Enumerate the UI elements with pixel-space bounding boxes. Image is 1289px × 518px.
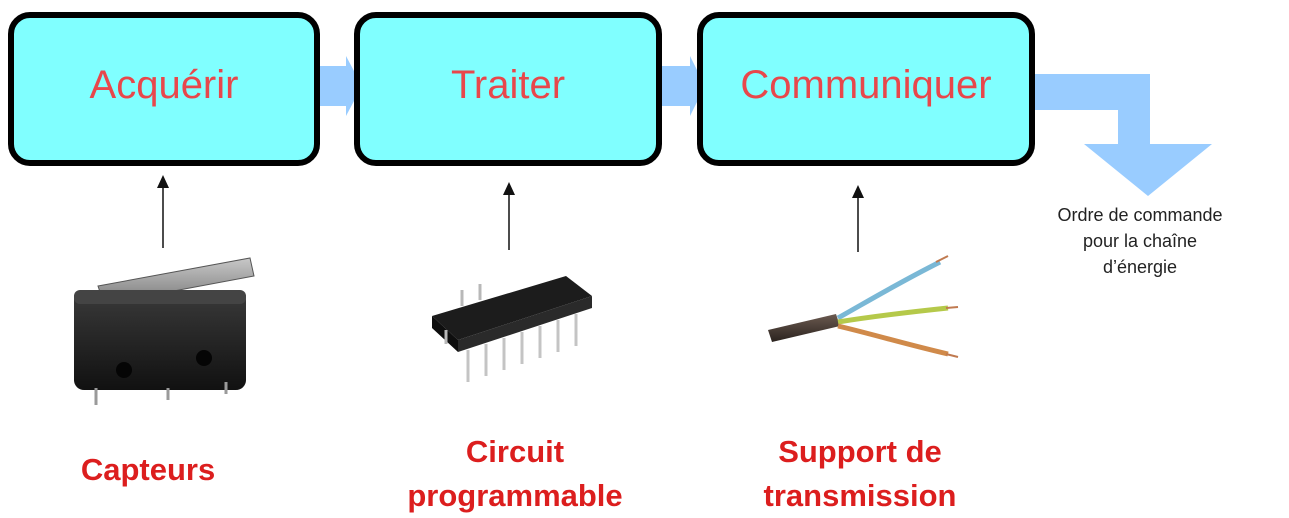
- chip-icon: [432, 276, 592, 382]
- component-label-capteurs: Capteurs: [48, 448, 248, 492]
- stage-label: Communiquer: [740, 62, 992, 107]
- component-label-line: Circuit: [465, 434, 565, 469]
- flow-arrow-1: [314, 56, 362, 116]
- microswitch-icon: [74, 257, 255, 405]
- output-note: Ordre de commande pour la chaîne d’énerg…: [1020, 202, 1260, 280]
- input-arrow-circuit: [503, 182, 515, 250]
- component-label-line: Support de: [778, 434, 942, 469]
- stage-label: Acquérir: [89, 62, 239, 107]
- component-label-line: Capteurs: [80, 452, 216, 487]
- output-note-line: Ordre de commande: [1057, 205, 1223, 225]
- output-note-line: pour la chaîne: [1082, 231, 1198, 251]
- input-arrow-capteurs: [157, 175, 169, 248]
- component-label-line: transmission: [763, 478, 957, 513]
- stage-box-communiquer: Communiquer: [697, 12, 1035, 166]
- output-note-line: d’énergie: [1102, 257, 1178, 277]
- input-arrow-support: [852, 185, 864, 252]
- component-label-support: Support de transmission: [740, 430, 980, 518]
- flow-arrow-2: [656, 56, 705, 116]
- stage-label: Traiter: [450, 62, 566, 107]
- component-label-circuit: Circuit programmable: [380, 430, 650, 518]
- component-label-line: programmable: [407, 478, 623, 513]
- cable-icon: [768, 255, 959, 358]
- stage-box-traiter: Traiter: [354, 12, 662, 166]
- stage-box-acquerir: Acquérir: [8, 12, 320, 166]
- output-arrow: [1030, 74, 1212, 196]
